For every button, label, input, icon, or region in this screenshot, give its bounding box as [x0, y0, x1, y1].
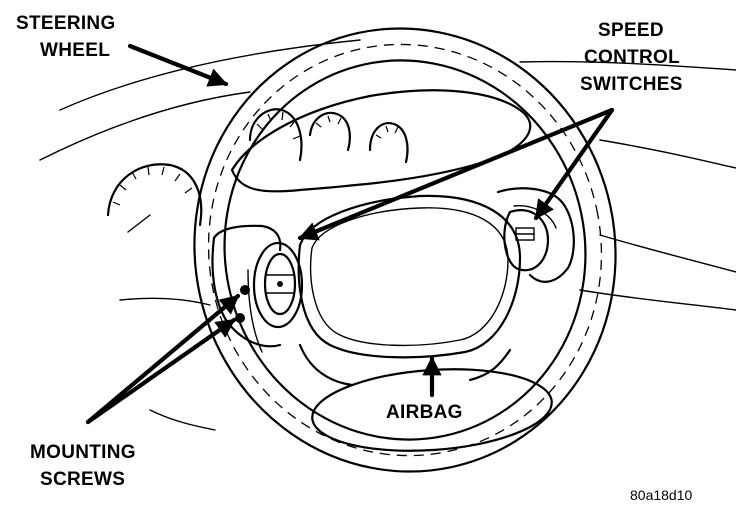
gauge-center-right: [308, 111, 351, 152]
mounting-screw-arrow-lower: [85, 317, 237, 425]
label-speed: SPEED: [598, 20, 664, 41]
label-speed-control-switches: SPEED CONTROL SWITCHES: [580, 20, 683, 95]
label-steering: STEERING: [16, 13, 116, 34]
mounting-screws: [235, 285, 250, 323]
gauge-right: [368, 122, 409, 164]
dashboard: [39, 39, 736, 431]
label-steering-wheel: STEERING WHEEL: [16, 13, 116, 61]
steering-wheel-rim: [193, 27, 617, 473]
speed-control-arrow-left: [297, 107, 615, 241]
figure-code: 80a18d10: [630, 487, 693, 503]
mounting-screw-arrow-upper: [85, 293, 241, 425]
speed-control-arrow-right: [533, 107, 615, 221]
gauge-left: [106, 163, 203, 233]
wheel-upper-opening: [230, 89, 532, 193]
steering-wheel-arrow: [127, 43, 229, 87]
airbag-module: [297, 194, 522, 359]
label-screws: SCREWS: [40, 469, 125, 490]
label-control: CONTROL: [584, 47, 680, 68]
label-mounting: MOUNTING: [30, 442, 136, 463]
label-wheel: WHEEL: [40, 40, 110, 61]
gauge-center: [248, 108, 303, 162]
mounting-screw-upper: [240, 285, 250, 295]
right-speed-control-switch: [503, 209, 550, 272]
callout-arrows: [85, 43, 615, 425]
label-switches: SWITCHES: [580, 74, 683, 95]
left-speed-control-switch: [252, 241, 304, 329]
label-airbag: AIRBAG: [386, 402, 463, 423]
label-mounting-screws: MOUNTING SCREWS: [30, 442, 136, 490]
mounting-screw-lower: [235, 313, 245, 323]
